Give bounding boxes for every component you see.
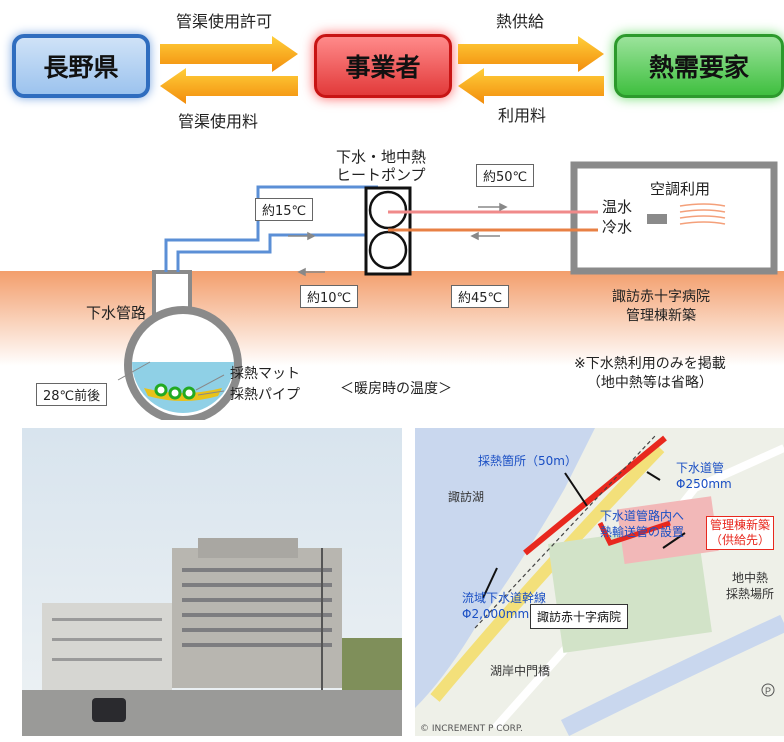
map-collection-label: 採熱箇所（50m） [478, 454, 577, 468]
label-permit: 管渠使用許可 [176, 12, 273, 31]
photo-building-annex [42, 603, 172, 693]
arrow-charge [458, 68, 604, 104]
sewer-water [132, 362, 234, 413]
cold-water-label: 冷水 [602, 218, 633, 236]
map-road-yellow [430, 443, 665, 702]
sewer-temp-tag: 28℃前後 [36, 383, 108, 406]
entity-nagano-label: 長野県 [43, 53, 119, 82]
map-sewer-small-label: 下水道管 Φ250mm [676, 461, 732, 491]
label-pipe-fee: 管渠使用料 [178, 112, 259, 131]
arrow-fee [160, 68, 298, 104]
map-leader-arrows [482, 471, 686, 599]
map-new-building [616, 496, 719, 564]
map-trunk-label: 流域下水道幹線 Φ2,000mm [462, 591, 547, 621]
map-lake-label: 諏訪湖 [448, 490, 485, 504]
map-lake [415, 428, 595, 708]
map-p-symbol-text: P [765, 686, 771, 696]
map-hospital-label: 諏訪赤十字病院 [530, 604, 629, 629]
map-trunk-line [474, 435, 656, 629]
sewer-pipe-label: 下水管路 [86, 304, 147, 322]
heat-pipes [154, 383, 196, 400]
warm-air-lines [679, 203, 726, 225]
hospital-photo [22, 428, 402, 736]
hospital-building [570, 161, 778, 275]
photo-car [92, 698, 126, 722]
temp-15-tag: 約15℃ [255, 198, 314, 221]
flow-arrows [160, 36, 604, 104]
label-heat-supply: 熱供給 [496, 12, 545, 31]
leader-lines [117, 361, 225, 396]
omission-note: ※下水熱利用のみを掲載 （地中熱等は省略） [574, 356, 726, 391]
heating-season-note: ＜暖房時の温度＞ [340, 381, 452, 397]
entity-operator-box: 事業者 [314, 34, 452, 98]
map-p-symbol: P [761, 683, 775, 697]
photo-tree [342, 638, 402, 693]
temp-10-tag: 約10℃ [300, 285, 359, 308]
hospital-label: 諏訪赤十字病院 管理棟新築 [612, 289, 710, 324]
heat-pump-label: 下水・地中熱 ヒートポンプ [336, 148, 427, 184]
system-schematic [0, 161, 784, 420]
heat-mat-label: 採熱マット [230, 366, 300, 382]
temp-50-tag: 約50℃ [476, 164, 535, 187]
map-river [560, 614, 784, 736]
ac-use-label: 空調利用 [650, 180, 711, 198]
photo-windows [182, 568, 332, 647]
heat-pipe-label: 採熱パイプ [230, 387, 300, 403]
map-transport-label: 下水道管路内へ 熱輸送管の設置 [600, 509, 685, 539]
entity-customer-box: 熱需要家 [614, 34, 784, 98]
map-red-pipe-transport [597, 520, 671, 547]
cold-pipe-outer [164, 185, 378, 272]
photo-road [22, 690, 402, 736]
map-bridge-label: 湖岸中門橋 [490, 664, 551, 678]
heat-pump-coil-bottom [368, 230, 408, 270]
map-red-pipe-collection [523, 435, 667, 556]
temp-45-tag: 約45℃ [451, 285, 510, 308]
map-copyright: © INCREMENT P CORP. [420, 724, 523, 734]
entity-nagano-box: 長野県 [12, 34, 150, 98]
flow-indicators [288, 202, 508, 277]
entity-customer-label: 熱需要家 [648, 53, 749, 82]
heat-pump-coil-top [368, 190, 408, 230]
map-geo-label: 地中熱 採熱場所 [726, 571, 775, 601]
arrow-heat [458, 36, 604, 72]
hot-water-label: 温水 [602, 198, 633, 216]
cold-pipe-inner [176, 233, 378, 272]
label-usage-fee: 利用料 [498, 106, 547, 125]
arrow-permit [160, 36, 298, 72]
entity-operator-label: 事業者 [345, 53, 421, 82]
ac-unit [647, 214, 667, 224]
map-new-building-label: 管理棟新築 （供給先） [706, 516, 775, 550]
